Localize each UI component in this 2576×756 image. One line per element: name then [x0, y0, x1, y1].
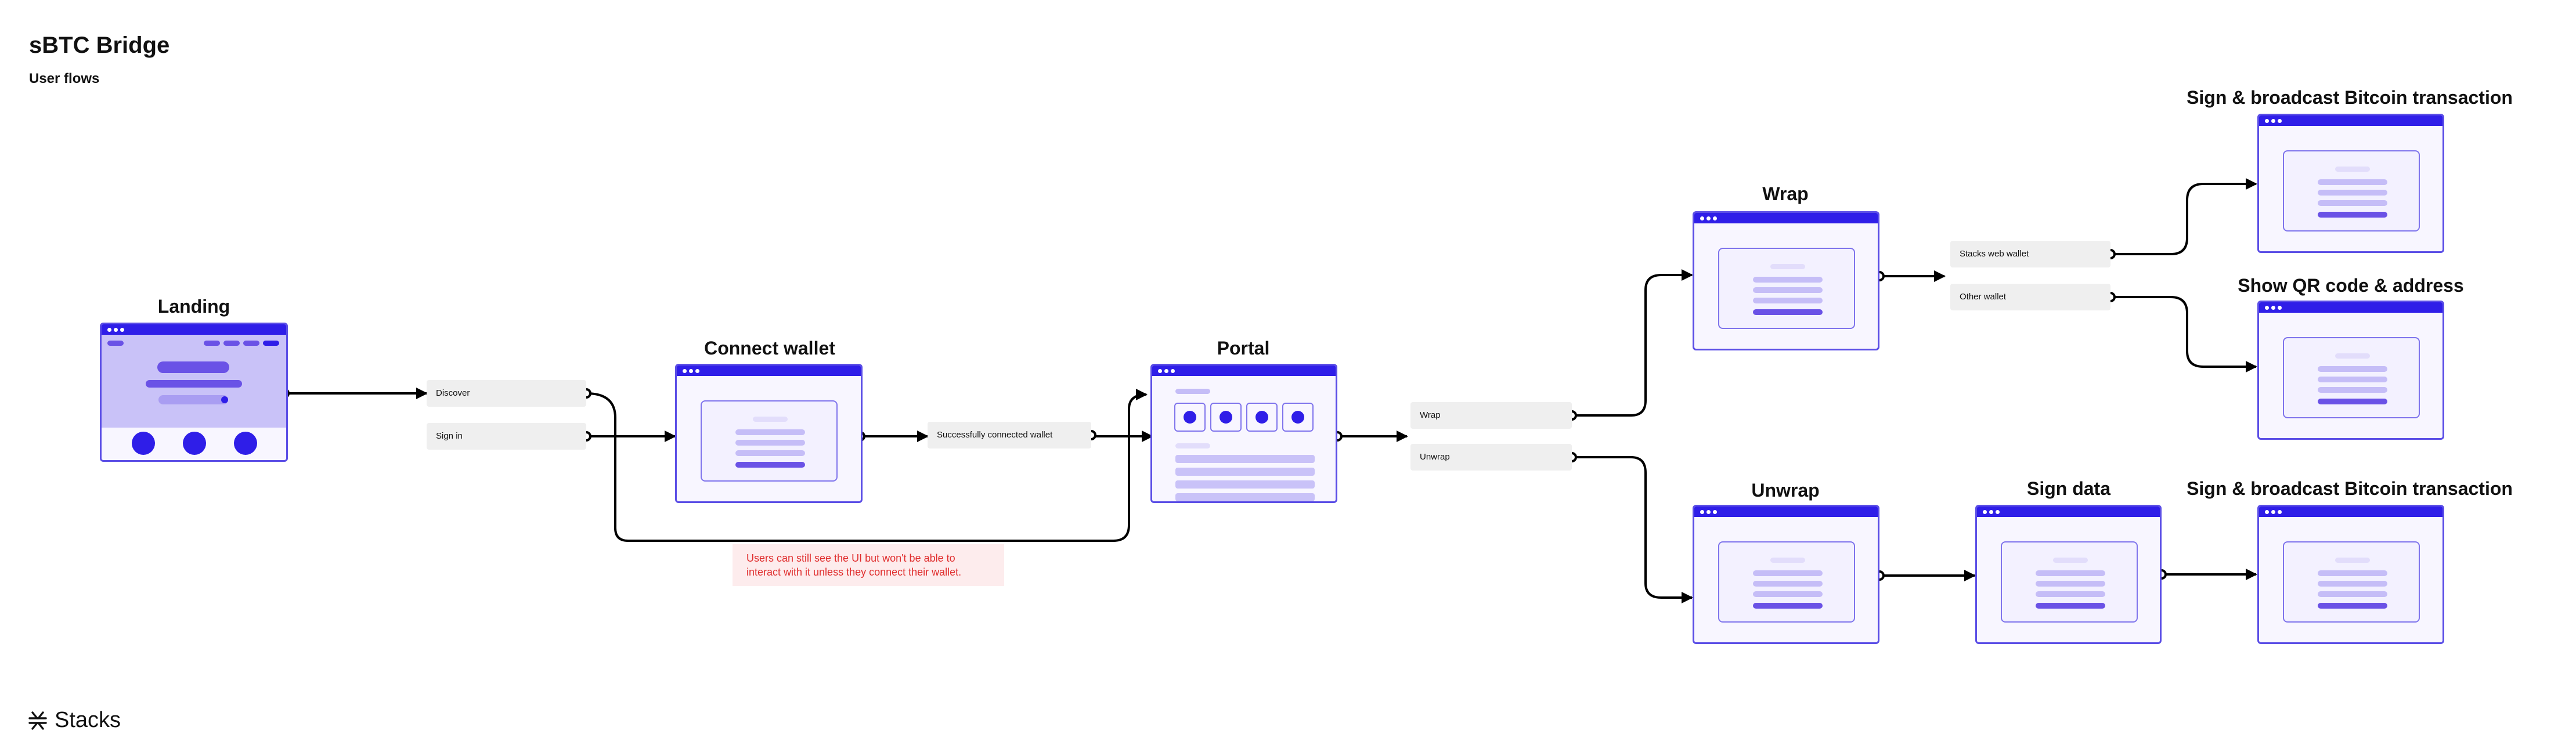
dialog-card: [1718, 248, 1855, 329]
window-bar: [1694, 213, 1878, 223]
feature-icon: [132, 432, 155, 455]
action-successfully-connected[interactable]: Successfully connected wallet: [928, 422, 1091, 448]
screen-title-wrap: Wrap: [1762, 183, 1809, 204]
dialog-card: [701, 400, 838, 482]
dialog-card: [2283, 541, 2420, 623]
screen-title-sign-broadcast-top: Sign & broadcast Bitcoin transaction: [2187, 87, 2513, 108]
dialog-card: [2283, 337, 2420, 418]
token-tile: [1210, 403, 1242, 432]
page-subtitle: User flows: [29, 71, 100, 86]
logo-text: Stacks: [55, 708, 121, 732]
note-line: Users can still see the UI but won't be …: [746, 552, 955, 564]
dialog-card: [1718, 541, 1855, 623]
token-tile: [1282, 403, 1314, 432]
feature-icon: [234, 432, 257, 455]
feature-icon: [183, 432, 206, 455]
action-discover[interactable]: Discover: [427, 380, 586, 407]
note-line: interact with it unless they connect the…: [746, 566, 962, 578]
action-other-wallet[interactable]: Other wallet: [1950, 284, 2110, 310]
window-bar: [102, 324, 286, 335]
portal-screen[interactable]: [1150, 364, 1337, 503]
dialog-card: [2283, 150, 2420, 231]
landing-hero: [102, 335, 286, 428]
sign-broadcast-bottom-screen[interactable]: [2257, 505, 2444, 644]
token-tile: [1174, 403, 1206, 432]
stacks-logo: Stacks: [28, 708, 121, 733]
action-unwrap[interactable]: Unwrap: [1410, 444, 1572, 471]
window-bar: [2259, 115, 2442, 126]
connector-wrap: [1574, 269, 1693, 417]
warning-note: Users can still see the UI but won't be …: [733, 544, 1004, 586]
connector-discover-portal: [586, 389, 1148, 542]
screen-title-show-qr: Show QR code & address: [2238, 275, 2464, 296]
landing-screen[interactable]: [100, 323, 288, 462]
window-bar: [1152, 366, 1336, 376]
connector-other-wallet: [2113, 296, 2257, 372]
action-stacks-web-wallet[interactable]: Stacks web wallet: [1950, 241, 2110, 267]
action-wrap[interactable]: Wrap: [1410, 402, 1572, 429]
sign-data-screen[interactable]: [1975, 505, 2162, 644]
window-bar: [677, 366, 861, 376]
window-bar: [2259, 302, 2442, 313]
unwrap-screen[interactable]: [1693, 505, 1879, 644]
sign-broadcast-top-screen[interactable]: [2257, 114, 2444, 253]
screen-title-landing: Landing: [157, 296, 230, 317]
connect-wallet-screen[interactable]: [675, 364, 863, 503]
screen-title-sign-broadcast-bottom: Sign & broadcast Bitcoin transaction: [2187, 478, 2513, 499]
window-bar: [1977, 507, 2160, 517]
connector-unwrap: [1574, 456, 1693, 603]
token-tile: [1246, 403, 1278, 432]
window-bar: [1694, 507, 1878, 517]
screen-title-connect-wallet: Connect wallet: [704, 338, 835, 359]
stacks-logo-icon: [28, 711, 47, 730]
wrap-screen[interactable]: [1693, 211, 1879, 350]
connector-stacks-wallet: [2113, 178, 2257, 255]
action-sign-in[interactable]: Sign in: [427, 423, 586, 450]
screen-title-portal: Portal: [1217, 338, 1270, 359]
page-title: sBTC Bridge: [29, 32, 170, 58]
screen-title-sign-data: Sign data: [2026, 478, 2111, 499]
dialog-card: [2001, 541, 2138, 623]
show-qr-screen[interactable]: [2257, 301, 2444, 440]
window-bar: [2259, 507, 2442, 517]
screen-title-unwrap: Unwrap: [1751, 480, 1820, 501]
